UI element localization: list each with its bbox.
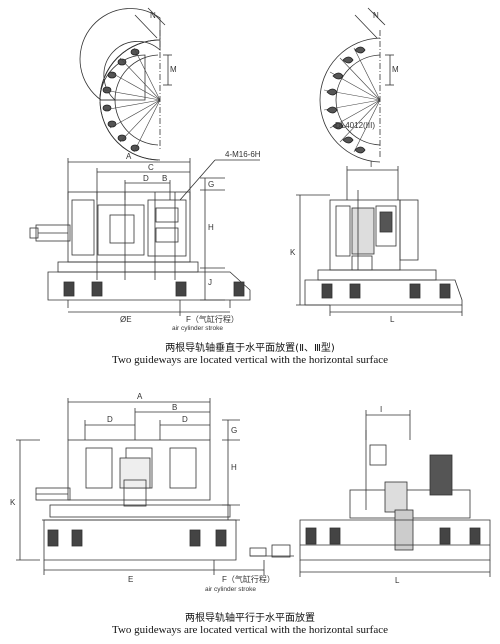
bottom-front-dim-h: H	[231, 463, 237, 472]
bottom-front-dim-d2: D	[182, 415, 188, 424]
bottom-front-dim-d1: D	[107, 415, 113, 424]
fan-view-left: N M	[79, 7, 177, 161]
bottom-front-dim-g: G	[231, 426, 237, 435]
top-side-dim-l: L	[390, 315, 395, 324]
bottom-side-view: I L	[299, 405, 491, 585]
fan-right-dim-n: N	[373, 11, 379, 20]
bottom-front-dim-f-sub: air cylinder stroke	[205, 586, 256, 593]
fan-right-dim-m: M	[392, 65, 399, 74]
top-front-dim-d: D	[143, 174, 149, 183]
top-front-dim-f: F（气缸行程）	[186, 314, 239, 324]
top-front-view: A C B D 4-M16-6H G H J	[29, 150, 261, 332]
bottom-front-view: A B D D G H K	[10, 392, 294, 593]
fan-left-dim-m: M	[170, 65, 177, 74]
caption-bottom-en: Two guideways are located vertical with …	[112, 624, 388, 636]
bottom-front-dim-b: B	[172, 403, 177, 412]
bottom-side-dim-i: I	[380, 405, 382, 414]
top-front-dim-b: B	[162, 174, 167, 183]
bottom-side-dim-l: L	[395, 576, 400, 585]
fan-right-model-label: DL4012(III)	[335, 121, 375, 130]
caption-top-en: Two guideways are located vertical with …	[112, 354, 388, 366]
bottom-front-dim-f: F（气缸行程）	[222, 574, 275, 584]
caption-bottom-cn: 两根导轨轴平行于水平面放置	[185, 613, 315, 624]
top-front-bolt-note: 4-M16-6H	[225, 150, 261, 159]
top-front-dim-h: H	[208, 223, 214, 232]
top-side-dim-k: K	[290, 248, 296, 257]
bottom-front-dim-a: A	[137, 392, 143, 401]
caption-top-cn: 两根导轨轴垂直于水平面放置(Ⅱ、Ⅲ型)	[165, 343, 335, 354]
top-front-dim-a: A	[126, 152, 132, 161]
fan-view-right: N M DL4012(III)	[319, 7, 399, 163]
bottom-front-dim-k: K	[10, 498, 16, 507]
top-front-dim-g: G	[208, 180, 214, 189]
bottom-front-dim-e: E	[128, 575, 133, 584]
top-side-dim-i: I	[370, 160, 372, 169]
top-side-view: I K L	[290, 160, 463, 324]
fan-left-dim-n: N	[150, 11, 156, 20]
top-front-dim-j: J	[208, 278, 212, 287]
top-front-dim-phi-e: ØE	[120, 315, 132, 324]
top-front-dim-c: C	[148, 163, 154, 172]
top-front-dim-f-sub: air cylinder stroke	[172, 325, 223, 332]
